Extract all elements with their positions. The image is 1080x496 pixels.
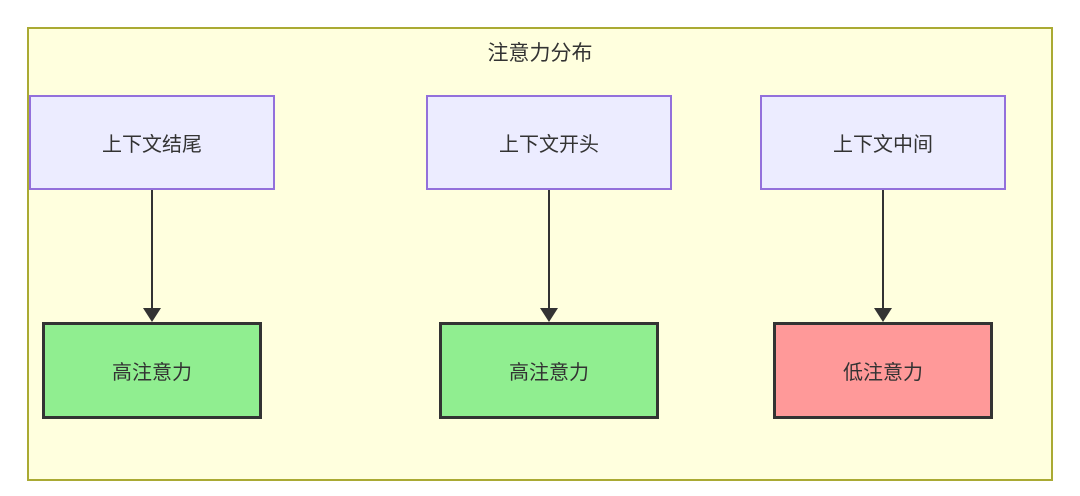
diagram-column-context-end: 上下文结尾 高注意力 [29, 95, 275, 419]
result-node: 高注意力 [439, 322, 659, 419]
arrow-head-icon [540, 308, 558, 322]
down-arrow [539, 190, 559, 322]
arrow-head-icon [874, 308, 892, 322]
source-node: 上下文中间 [760, 95, 1006, 190]
source-node: 上下文开头 [426, 95, 672, 190]
diagram-column-context-start: 上下文开头 高注意力 [426, 95, 672, 419]
diagram-title: 注意力分布 [487, 42, 593, 65]
arrow-line [548, 190, 550, 309]
source-node: 上下文结尾 [29, 95, 275, 190]
source-node-label: 上下文中间 [833, 134, 933, 156]
arrow-head-icon [143, 308, 161, 322]
down-arrow [142, 190, 162, 322]
result-node: 低注意力 [773, 322, 993, 419]
result-node: 高注意力 [42, 322, 262, 419]
result-node-label: 高注意力 [509, 362, 589, 384]
down-arrow [873, 190, 893, 322]
result-node-label: 低注意力 [843, 362, 923, 384]
source-node-label: 上下文结尾 [102, 134, 202, 156]
source-node-label: 上下文开头 [499, 134, 599, 156]
arrow-line [882, 190, 884, 309]
arrow-line [151, 190, 153, 309]
result-node-label: 高注意力 [112, 362, 192, 384]
diagram-column-context-middle: 上下文中间 低注意力 [760, 95, 1006, 419]
attention-distribution-group: 注意力分布 上下文开头 高注意力 上下文中间 低注意力 [27, 27, 1053, 481]
